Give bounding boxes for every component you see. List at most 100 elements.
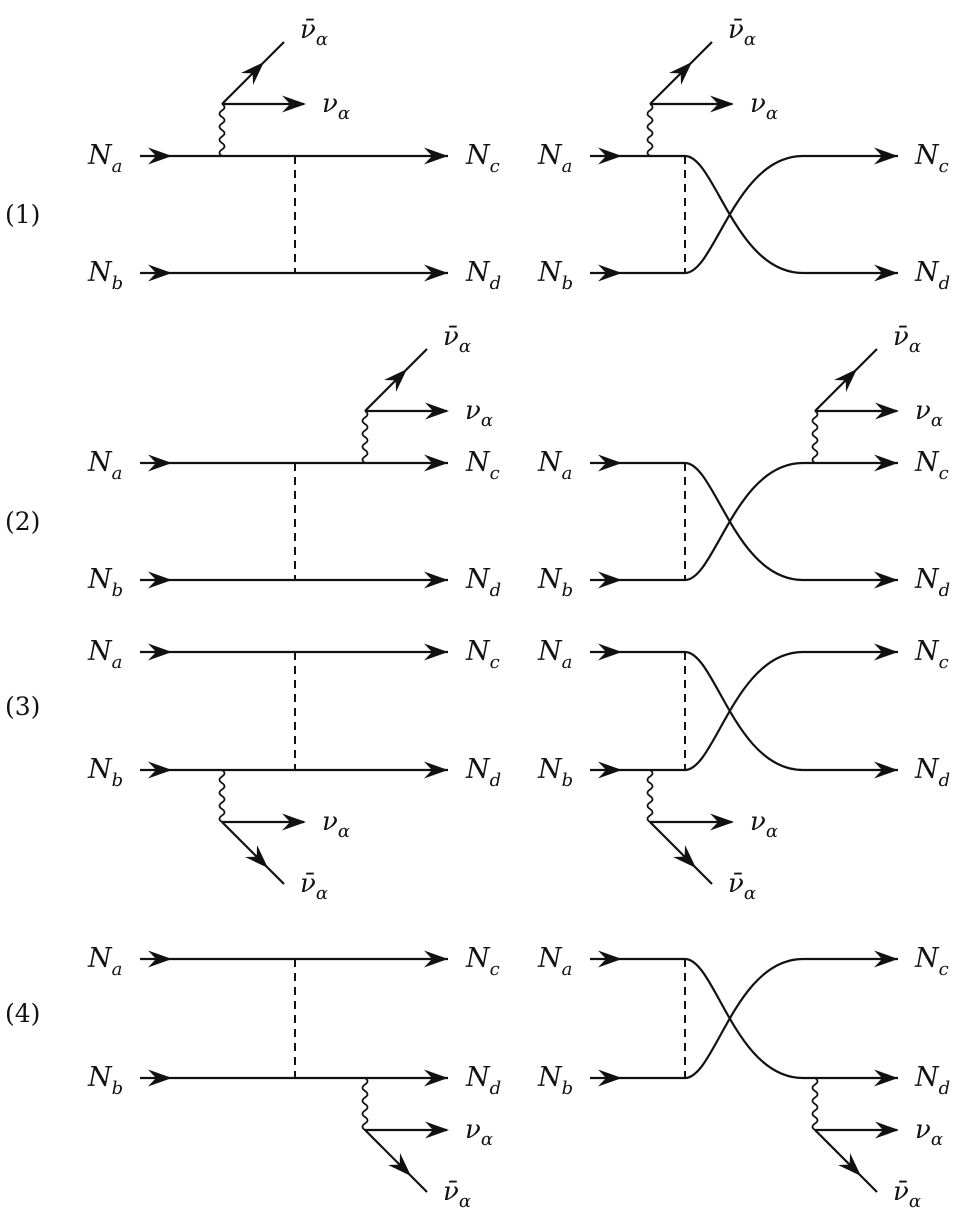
neutrino-arrow — [710, 813, 734, 831]
arrow-outgoing-c — [874, 950, 898, 968]
antineutrino-label: ν̄α — [728, 15, 756, 50]
photon-wavy-line — [218, 769, 226, 823]
neutrino-label: να — [465, 1115, 493, 1150]
crossed-line-bottom-to-top — [684, 650, 804, 772]
arrow-incoming-a — [598, 147, 622, 165]
label-outgoing-c: Nc — [465, 943, 500, 980]
neutrino-label: να — [750, 89, 778, 124]
label-outgoing-c: Nc — [914, 140, 949, 177]
crossed-line-bottom-to-top — [684, 957, 804, 1080]
label-outgoing-d: Nd — [914, 754, 950, 791]
arrow-incoming-a — [148, 454, 172, 472]
crossed-line-top-to-bottom — [684, 957, 804, 1080]
arrow-outgoing-d — [424, 761, 448, 779]
crossed-line-bottom-to-top — [684, 461, 804, 582]
row-label: (2) — [5, 507, 40, 536]
arrow-outgoing-c — [424, 147, 448, 165]
crossed-line-top-to-bottom — [684, 461, 804, 582]
label-outgoing-d: Nd — [465, 1062, 501, 1099]
arrow-incoming-b — [148, 761, 172, 779]
arrow-outgoing-d — [424, 264, 448, 282]
neutrino-label: να — [915, 396, 943, 431]
neutrino-arrow — [875, 1121, 899, 1139]
photon-wavy-line — [811, 410, 819, 464]
antineutrino-arrow — [241, 62, 264, 85]
label-incoming-b: Nb — [537, 564, 573, 601]
neutrino-arrow — [282, 95, 306, 113]
arrow-incoming-b — [598, 264, 622, 282]
row-label: (1) — [5, 200, 40, 229]
antineutrino-arrow — [834, 369, 857, 392]
arrow-outgoing-d — [874, 571, 898, 589]
arrow-incoming-b — [148, 571, 172, 589]
label-incoming-a: Na — [537, 636, 572, 673]
arrow-outgoing-c — [874, 147, 898, 165]
arrow-outgoing-c — [424, 454, 448, 472]
label-outgoing-d: Nd — [465, 564, 501, 601]
arrow-incoming-b — [598, 1069, 622, 1087]
photon-wavy-line — [646, 769, 654, 823]
label-outgoing-d: Nd — [465, 754, 501, 791]
label-outgoing-d: Nd — [465, 257, 501, 294]
crossed-line-top-to-bottom — [684, 650, 804, 772]
neutrino-arrow — [425, 402, 449, 420]
label-outgoing-c: Nc — [465, 447, 500, 484]
arrow-outgoing-c — [424, 643, 448, 661]
label-incoming-a: Na — [87, 140, 122, 177]
antineutrino-label: ν̄α — [728, 869, 756, 904]
antineutrino-label: ν̄α — [300, 869, 328, 904]
neutrino-label: να — [750, 807, 778, 842]
antineutrino-arrow — [838, 1153, 861, 1176]
arrow-incoming-a — [148, 147, 172, 165]
label-incoming-a: Na — [537, 943, 572, 980]
arrow-outgoing-d — [874, 1069, 898, 1087]
antineutrino-line — [221, 821, 285, 885]
arrow-outgoing-c — [874, 454, 898, 472]
antineutrino-label: ν̄α — [893, 1177, 921, 1208]
row-label: (4) — [5, 999, 40, 1028]
neutrino-label: να — [322, 89, 350, 124]
label-outgoing-d: Nd — [914, 257, 950, 294]
label-incoming-b: Nb — [537, 257, 573, 294]
neutrino-arrow — [425, 1121, 449, 1139]
antineutrino-arrow — [384, 369, 407, 392]
arrow-outgoing-d — [874, 264, 898, 282]
neutrino-label: να — [465, 396, 493, 431]
label-incoming-a: Na — [537, 140, 572, 177]
antineutrino-label: ν̄α — [300, 15, 328, 50]
neutrino-label: να — [322, 807, 350, 842]
neutrino-label: να — [915, 1115, 943, 1150]
arrow-outgoing-c — [424, 950, 448, 968]
antineutrino-label: ν̄α — [893, 322, 921, 357]
neutrino-arrow — [875, 402, 899, 420]
antineutrino-label: ν̄α — [443, 322, 471, 357]
label-incoming-a: Na — [87, 636, 122, 673]
neutrino-arrow — [282, 813, 306, 831]
arrow-incoming-a — [598, 950, 622, 968]
label-incoming-a: Na — [87, 447, 122, 484]
label-outgoing-c: Nc — [914, 636, 949, 673]
neutrino-arrow — [710, 95, 734, 113]
photon-wavy-line — [218, 103, 226, 157]
crossed-line-bottom-to-top — [684, 154, 804, 275]
photon-wavy-line — [646, 103, 654, 157]
arrow-incoming-b — [148, 264, 172, 282]
antineutrino-line — [649, 821, 713, 885]
antineutrino-line — [814, 1129, 878, 1193]
arrow-outgoing-d — [424, 1069, 448, 1087]
label-outgoing-d: Nd — [914, 564, 950, 601]
arrow-incoming-b — [148, 1069, 172, 1087]
arrow-outgoing-d — [874, 761, 898, 779]
arrow-outgoing-c — [874, 643, 898, 661]
photon-wavy-line — [361, 1077, 369, 1131]
antineutrino-label: ν̄α — [443, 1177, 471, 1208]
antineutrino-arrow — [245, 845, 268, 868]
photon-wavy-line — [361, 410, 369, 464]
